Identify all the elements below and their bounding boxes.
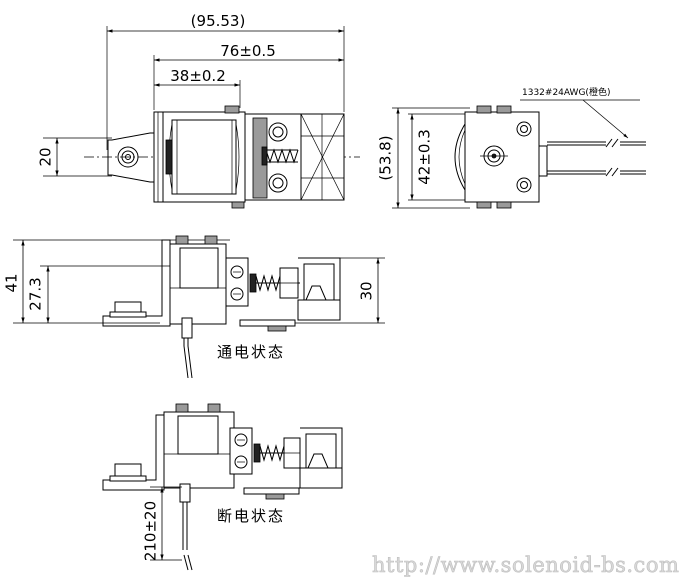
energized-label: 通电状态 (217, 343, 285, 361)
coil (171, 119, 237, 195)
mount-height-label: 20 (37, 147, 55, 166)
wire-label: 1332#24AWG(橙色) (522, 86, 610, 98)
lead-length-label: 210±20 (142, 501, 160, 561)
body-height-label: 42±0.3 (416, 129, 434, 185)
right-height-label: 30 (358, 281, 376, 300)
de-energized-view: 210±20 (102, 403, 343, 571)
end-plate (153, 111, 164, 203)
total-height-label: (53.8) (377, 135, 395, 180)
base-bracket (102, 239, 171, 327)
overall-length-label: (95.53) (191, 12, 246, 30)
end-dome (454, 123, 466, 191)
energized-view: 41 27.3 30 (3, 235, 385, 379)
mounting-tab (107, 132, 155, 183)
stroke-label: 38±0.2 (170, 67, 226, 85)
end-view: (53.8) 42±0.3 (377, 86, 646, 209)
side-inner-label: 27.3 (27, 277, 45, 310)
spring (265, 148, 299, 164)
latch-bracket (297, 257, 341, 321)
body-length-label: 76±0.5 (220, 42, 276, 60)
watermark: http://www.solenoid-bs.com (372, 553, 679, 577)
end-body (464, 111, 540, 203)
de-energized-label: 断电状态 (217, 507, 285, 525)
side-height-label: 41 (3, 273, 21, 292)
lead-wires (547, 138, 646, 177)
top-view: (95.53) 76±0.5 38±0.2 20 (37, 12, 360, 209)
